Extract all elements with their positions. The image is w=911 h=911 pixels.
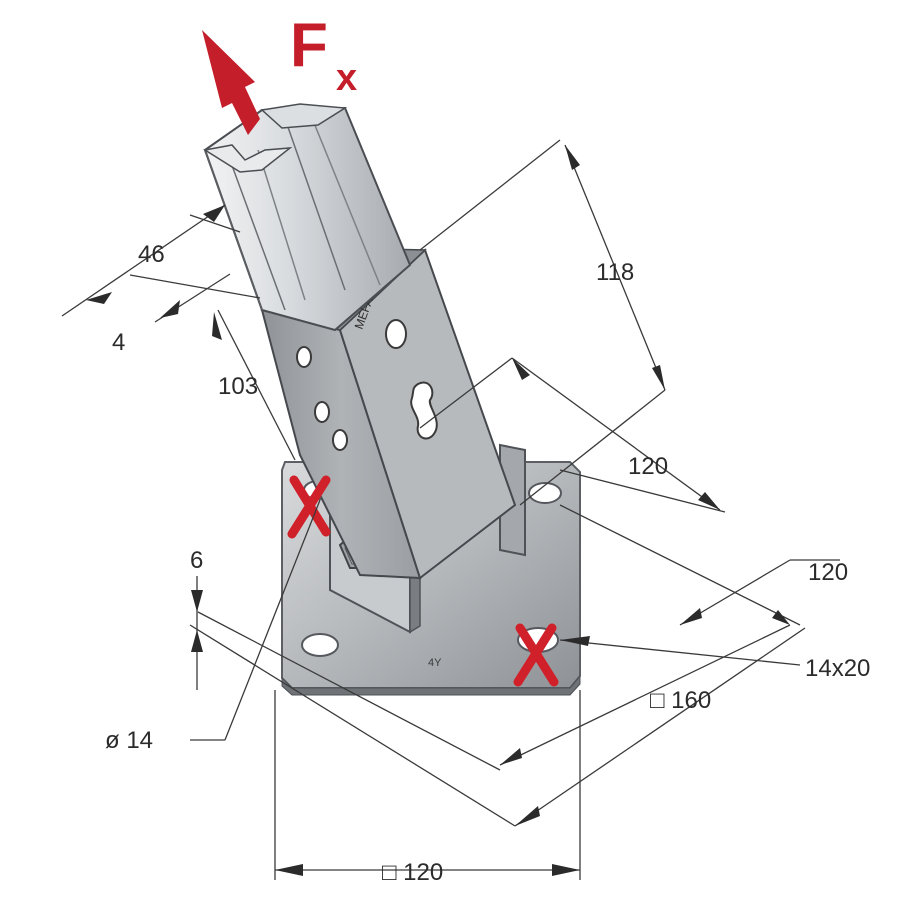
strut-channel xyxy=(202,103,412,332)
dim-slot: 14x20 xyxy=(805,655,870,682)
dim-hole-diameter: ø 14 xyxy=(105,727,153,754)
dim-channel-width: 46 xyxy=(138,241,165,268)
dim-plate-thickness: 6 xyxy=(190,547,203,574)
force-subscript: x xyxy=(336,57,357,99)
dim-offset: 103 xyxy=(218,373,258,400)
dim-height: 118 xyxy=(596,259,634,286)
cross-mark xyxy=(287,475,331,539)
force-arrow xyxy=(202,30,260,135)
plate-hole xyxy=(301,633,339,657)
cross-mark xyxy=(513,623,559,687)
dimension-arrowheads xyxy=(86,145,790,876)
plate-hole xyxy=(528,482,562,504)
dim-plate-outer: □ 160 xyxy=(650,687,711,714)
dim-hole-spacing: 120 xyxy=(808,559,848,586)
dim-plate-base: □ 120 xyxy=(382,859,443,886)
dim-lip: 4 xyxy=(112,329,125,356)
plate-mark: 4Y xyxy=(428,657,442,669)
dim-bracket-width: 120 xyxy=(628,453,668,480)
force-label: F xyxy=(290,11,328,80)
